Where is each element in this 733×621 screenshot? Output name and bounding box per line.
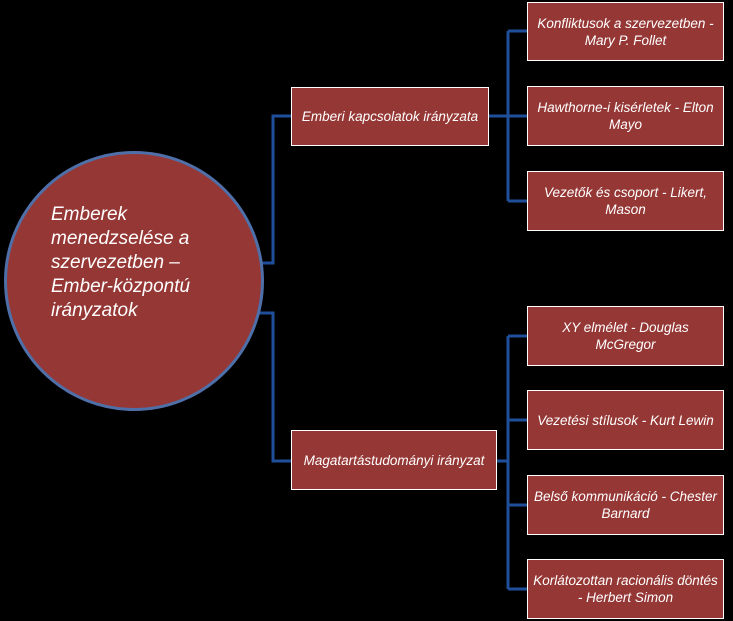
branch-node-2: Magatartástudományi irányzat (291, 430, 497, 490)
leaf-node-label: Belső kommunikáció - Chester Barnard (533, 489, 718, 521)
leaf-node-2-4: Korlátozottan racionális döntés - Herber… (527, 559, 724, 619)
leaf-node-label: Hawthorne-i kisérletek - Elton Mayo (537, 100, 714, 132)
leaf-node-label: Konfliktusok a szervezetben - Mary P. Fo… (537, 15, 714, 48)
leaf-node-2-2: Vezetési stílusok - Kurt Lewin (527, 390, 724, 450)
root-node (4, 151, 264, 411)
leaf-node-label: Vezetők és csoport - Likert, Mason (543, 185, 708, 217)
leaf-node-1-3: Vezetők és csoport - Likert, Mason (527, 171, 724, 231)
leaf-node-1-2: Hawthorne-i kisérletek - Elton Mayo (527, 86, 724, 146)
connector-root-branch-1 (255, 114, 291, 265)
leaf-node-label: XY elmélet - Douglas McGregor (562, 320, 689, 352)
connector-root-branch-2 (255, 311, 291, 463)
leaf-node-2-1: XY elmélet - Douglas McGregor (527, 306, 724, 366)
branch-node-1: Emberi kapcsolatok irányzata (291, 87, 489, 146)
root-node-label: Emberek menedzselése a szervezetben – Em… (51, 204, 191, 321)
leaf-node-label: Korlátozottan racionális döntés - Herber… (533, 573, 718, 605)
branch-node-2-label: Magatartástudományi irányzat (303, 452, 485, 468)
leaf-node-1-1: Konfliktusok a szervezetben - Mary P. Fo… (527, 2, 724, 61)
branch-node-1-label: Emberi kapcsolatok irányzata (301, 109, 479, 124)
leaf-node-2-3: Belső kommunikáció - Chester Barnard (527, 475, 724, 535)
leaf-node-label: Vezetési stílusok - Kurt Lewin (537, 412, 714, 428)
